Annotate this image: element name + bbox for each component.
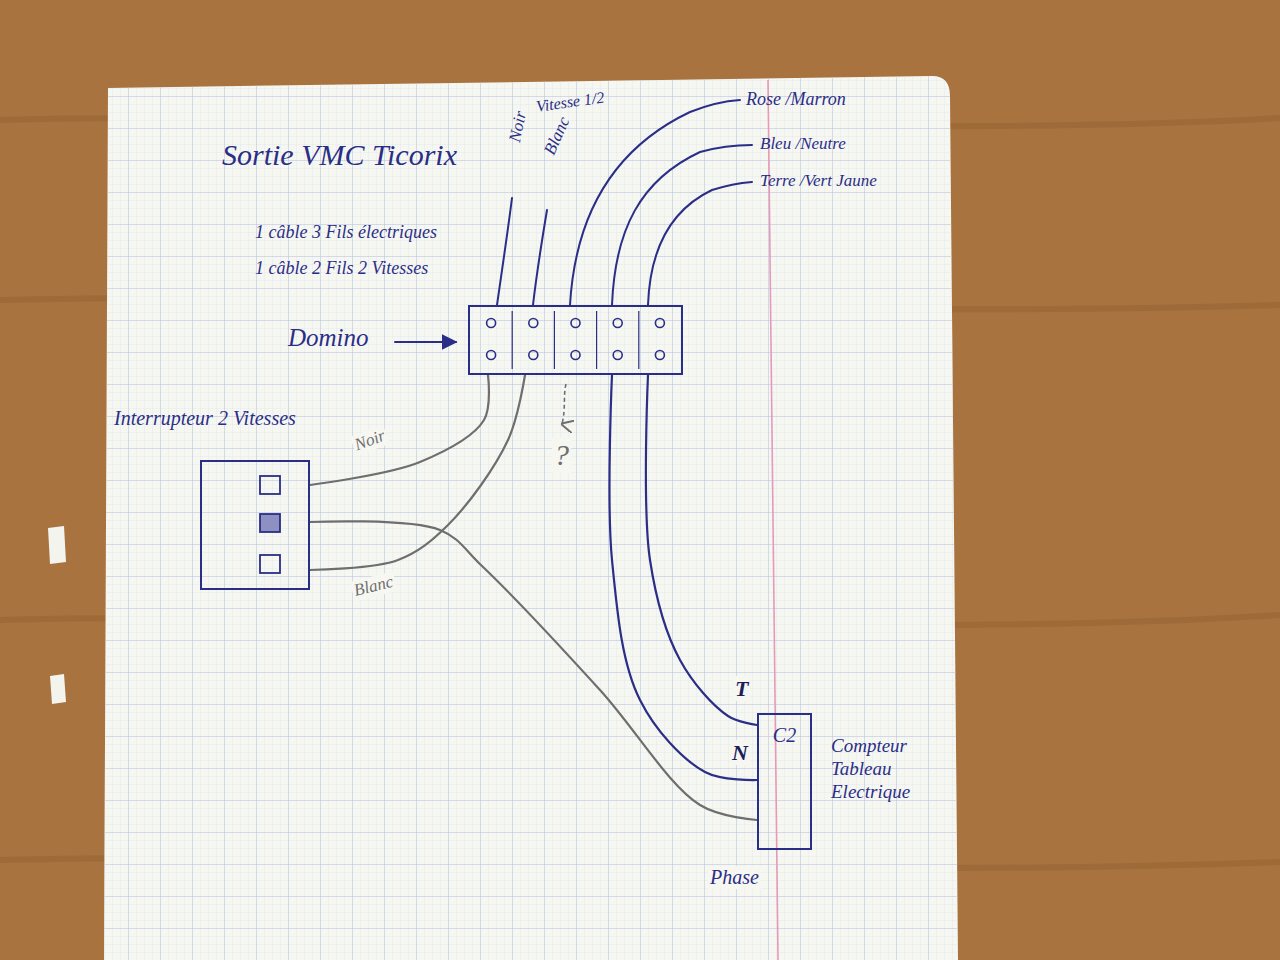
block-divider (512, 311, 513, 369)
paper-sheet (104, 76, 958, 960)
terminal-name: Phase (708, 866, 761, 889)
wire (609, 375, 757, 780)
screw-terminal (655, 351, 664, 360)
box-heading: Domino (288, 323, 369, 353)
wire-label: Rose /Marron (746, 89, 846, 110)
block-divider (554, 311, 555, 369)
wire-earth-top (648, 182, 752, 305)
wire-label: Noir (505, 109, 531, 144)
domino-block: Domino (468, 305, 683, 375)
grid-lines (104, 76, 958, 960)
margin-line (768, 80, 778, 960)
terminal-letter: N (730, 740, 750, 765)
box-label: C2 (759, 723, 810, 747)
screw-terminal (571, 351, 580, 360)
cable-note: 1 câble 3 Fils électriques (255, 222, 437, 243)
screw-terminal (529, 351, 538, 360)
binding-tabs (48, 526, 66, 704)
wire-label: Terre /Vert Jaune (760, 171, 877, 191)
terminal-letter: T (733, 676, 750, 701)
meter-box: C2Compteur Tableau Electrique (757, 713, 812, 850)
block-divider (638, 311, 639, 369)
screw-terminal (529, 319, 538, 328)
block-divider (596, 311, 597, 369)
screw-terminal (487, 319, 496, 328)
box-heading: Interrupteur 2 Vitesses (114, 406, 296, 430)
terminal-block (470, 307, 681, 373)
screw-terminal (571, 319, 580, 328)
wire-blue-top (612, 145, 752, 305)
wire (310, 521, 757, 820)
wire (646, 375, 757, 725)
domino-pointer (395, 341, 456, 343)
wire-label: Noir (350, 425, 390, 455)
switch-terminal (260, 476, 280, 494)
screw-terminal (487, 351, 496, 360)
wire-label: Blanc (540, 114, 574, 158)
wire-black-top (497, 198, 512, 305)
question-mark: ? (552, 438, 571, 473)
switch-box: Interrupteur 2 Vitesses (200, 460, 310, 590)
wire (310, 375, 525, 570)
wire-label: Bleu /Neutre (760, 134, 846, 154)
wire (310, 375, 489, 485)
switch-terminals (202, 462, 308, 588)
switch-terminal (260, 514, 280, 532)
box-heading: Compteur Tableau Electrique (831, 735, 951, 803)
page-title: Sortie VMC Ticorix (222, 138, 457, 173)
screw-terminal (613, 319, 622, 328)
screw-terminal (655, 319, 664, 328)
wire-white-top (533, 210, 547, 305)
question-arrow (562, 384, 566, 424)
screw-terminal (613, 351, 622, 360)
wire-brown-top (570, 100, 740, 305)
wire-label: Blanc (350, 571, 397, 601)
wire-label: Vitesse 1/2 (535, 88, 605, 116)
cable-note: 1 câble 2 Fils 2 Vitesses (255, 258, 428, 279)
switch-terminal (260, 555, 280, 573)
